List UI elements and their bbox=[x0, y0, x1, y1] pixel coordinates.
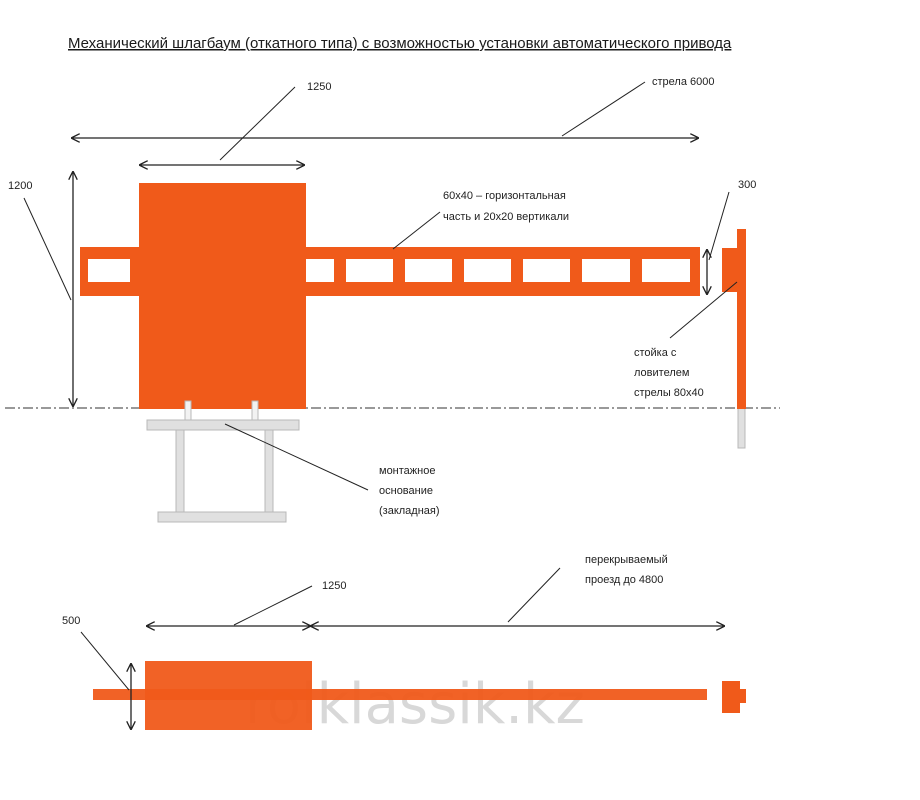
label-post-line1: стойка с bbox=[634, 347, 677, 359]
label-width-bottom: 1250 bbox=[322, 580, 346, 592]
label-post-line3: стрелы 80х40 bbox=[634, 387, 704, 399]
label-height: 1200 bbox=[8, 180, 32, 192]
leader-depth bbox=[80, 631, 130, 691]
label-base-line1: монтажное bbox=[379, 465, 435, 477]
anchor-bolt-left bbox=[184, 400, 192, 422]
leader-height bbox=[23, 197, 72, 301]
catcher-post-side bbox=[722, 229, 746, 449]
label-post-300: 300 bbox=[738, 179, 756, 191]
label-passage-line2: проезд до 4800 bbox=[585, 574, 663, 586]
label-boom-length: стрела 6000 bbox=[652, 76, 714, 88]
anchor-bolt-right bbox=[251, 400, 259, 422]
label-depth: 500 bbox=[62, 615, 80, 627]
mounting-base bbox=[146, 419, 300, 523]
leader-width-top bbox=[219, 86, 296, 161]
label-passage-line1: перекрываемый bbox=[585, 554, 668, 566]
catcher-post-top bbox=[722, 681, 746, 713]
leader-passage bbox=[507, 567, 561, 623]
leader-base bbox=[224, 423, 369, 491]
boom-top bbox=[93, 689, 707, 700]
label-profile-line1: 60х40 – горизонтальная bbox=[443, 190, 566, 202]
label-base-line3: (закладная) bbox=[379, 505, 440, 517]
drive-housing-side bbox=[139, 183, 306, 409]
leader-profile bbox=[392, 211, 441, 250]
label-post-line2: ловителем bbox=[634, 367, 689, 379]
label-base-line2: основание bbox=[379, 485, 433, 497]
leader-width-bottom bbox=[233, 585, 313, 626]
label-profile-line2: часть и 20х20 вертикали bbox=[443, 211, 569, 223]
leader-catcher-post bbox=[669, 281, 738, 339]
label-width-top: 1250 bbox=[307, 81, 331, 93]
drive-housing-top bbox=[145, 661, 312, 730]
leader-boom-length bbox=[561, 81, 646, 137]
diagram-title: Механический шлагбаум (откатного типа) с… bbox=[68, 35, 732, 52]
leader-post-300 bbox=[708, 191, 730, 261]
